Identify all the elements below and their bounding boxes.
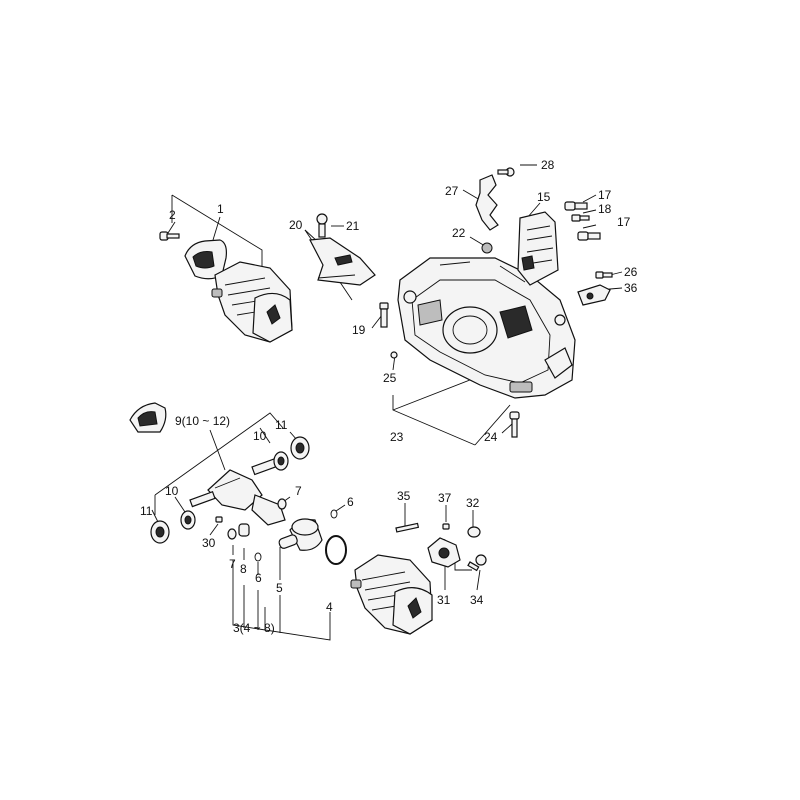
part-piston <box>289 518 323 551</box>
label-part-7-lower: 7 <box>229 557 236 571</box>
label-part-23: 23 <box>390 430 404 444</box>
label-part-11-right: 11 <box>275 418 288 432</box>
part-11-seal-right <box>290 436 310 460</box>
part-insulator-left <box>129 402 167 433</box>
label-part-24: 24 <box>484 430 498 444</box>
label-part-20: 20 <box>289 218 303 232</box>
label-part-6-upper: 6 <box>347 495 354 509</box>
label-part-2: 2 <box>169 208 176 222</box>
label-part-28: 28 <box>541 158 555 172</box>
label-part-18: 18 <box>598 202 612 216</box>
part-27-bracket <box>475 174 499 231</box>
part-17-stud-upper <box>564 201 588 211</box>
label-part-3: 3(4 ~ 8) <box>233 621 275 635</box>
part-1-cylinder-assembly <box>184 239 293 343</box>
part-32-cap <box>467 526 481 538</box>
label-part-7-upper: 7 <box>295 484 302 498</box>
part-2-screw <box>159 231 180 241</box>
label-part-31: 31 <box>437 593 451 607</box>
label-part-32: 32 <box>466 496 480 510</box>
part-6-clip-upper <box>330 509 338 519</box>
label-part-26: 26 <box>624 265 638 279</box>
part-5-piston-pin <box>278 534 298 549</box>
part-17-stud-lower <box>577 231 601 241</box>
label-part-35: 35 <box>397 489 411 503</box>
label-part-36: 36 <box>624 281 638 295</box>
part-15-plate <box>517 211 559 286</box>
label-part-5: 5 <box>276 581 283 595</box>
label-part-4: 4 <box>326 600 333 614</box>
label-part-37: 37 <box>438 491 452 505</box>
part-19-bolt <box>379 302 389 328</box>
part-4-piston-ring <box>325 535 347 565</box>
part-31-oil-pump <box>427 537 461 568</box>
part-8-needle-bearing <box>238 523 250 537</box>
part-35-stud <box>395 522 420 533</box>
part-21-screw <box>316 213 328 238</box>
label-part-34: 34 <box>470 593 484 607</box>
label-part-10-right: 10 <box>253 429 267 443</box>
part-9-crankshaft <box>189 455 286 526</box>
part-7-washer-lower <box>227 528 237 540</box>
label-part-17-upper: 17 <box>598 188 612 202</box>
label-part-6-lower: 6 <box>255 571 262 585</box>
part-26-screw <box>595 271 613 279</box>
label-part-9: 9(10 ~ 12) <box>175 414 230 428</box>
part-25-pin <box>390 351 398 359</box>
label-part-10-left: 10 <box>165 484 179 498</box>
label-part-27: 27 <box>445 184 459 198</box>
label-part-8: 8 <box>240 562 247 576</box>
part-20-cover <box>309 237 376 286</box>
label-part-15: 15 <box>537 190 551 204</box>
part-cylinder-lower <box>350 554 433 635</box>
part-22-plug <box>481 242 493 254</box>
part-10-bearing-left <box>180 510 196 530</box>
label-part-21: 21 <box>346 219 360 233</box>
label-part-22: 22 <box>452 226 466 240</box>
part-30-key <box>215 516 223 523</box>
part-11-seal-left <box>150 520 170 544</box>
part-6-clip-lower <box>254 552 262 562</box>
part-28-screw <box>497 167 515 177</box>
part-18-stud <box>571 214 590 222</box>
label-part-1: 1 <box>217 202 224 216</box>
part-number-labels: 1 2 20 21 19 22 25 23 24 27 28 15 17 18 … <box>140 158 638 635</box>
label-part-25: 25 <box>383 371 397 385</box>
label-part-17-lower: 17 <box>617 215 631 229</box>
label-part-30: 30 <box>202 536 216 550</box>
part-34-screw <box>467 554 487 572</box>
label-part-19: 19 <box>352 323 366 337</box>
part-24-bolt <box>509 411 520 438</box>
part-10-bearing-right <box>273 451 289 471</box>
label-part-11-left: 11 <box>140 504 153 518</box>
part-37-pin <box>442 523 450 530</box>
part-7-washer-upper <box>277 498 287 510</box>
part-36-lever <box>577 284 611 306</box>
part-23-crankcase <box>397 257 576 399</box>
